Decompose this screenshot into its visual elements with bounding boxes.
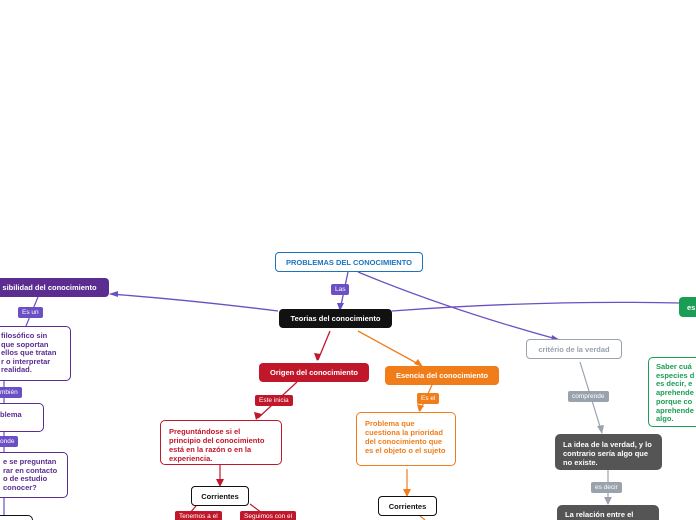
node-problema-que-cuestiona[interactable]: Problema que cuestiona la prioridad del … bbox=[356, 412, 456, 466]
link-teorias-posibilidad bbox=[109, 293, 279, 312]
node-left-bottom-partial[interactable] bbox=[0, 515, 33, 520]
node-filosofico[interactable]: filosófico sin que soportan ellos que tr… bbox=[0, 326, 71, 381]
node-right-edge[interactable]: es bbox=[679, 297, 696, 317]
link-label-seguimos-con-el[interactable]: Seguimos con el bbox=[240, 511, 297, 520]
link-label-este-inicia[interactable]: Este inicia bbox=[255, 395, 293, 406]
node-idea-de-la-verdad[interactable]: La idea de la verdad, y lo contrario ser… bbox=[555, 434, 662, 470]
link-teorias-right bbox=[391, 301, 681, 312]
arrow-idea-relacion bbox=[604, 497, 612, 505]
arrow-problema-corrientes2 bbox=[403, 489, 411, 497]
link-label-comprende[interactable]: comprende bbox=[568, 391, 609, 402]
link-label-las[interactable]: Las bbox=[331, 284, 350, 295]
root-node-problemas[interactable]: PROBLEMAS DEL CONOCIMIENTO bbox=[275, 252, 423, 272]
link-label-es-el[interactable]: Es el bbox=[417, 393, 440, 404]
arrow-origen-preguntandose bbox=[254, 412, 262, 420]
node-posibilidad-del-conocimiento[interactable]: sibilidad del conocimiento bbox=[0, 278, 109, 297]
node-origen-del-conocimiento[interactable]: Origen del conocimiento bbox=[259, 363, 369, 382]
link-label-donde[interactable]: onde bbox=[0, 436, 19, 447]
arrow-criterio-idea bbox=[597, 425, 604, 434]
arrow-teorias-esencia bbox=[414, 359, 423, 367]
node-criterio-de-la-verdad[interactable]: critério de la verdad bbox=[526, 339, 622, 359]
node-teorias-del-conocimiento[interactable]: Teorias del conocimiento bbox=[279, 309, 392, 328]
arrow-root-teorias bbox=[337, 303, 344, 311]
link-label-es-un[interactable]: Es un bbox=[18, 307, 43, 318]
link-label-es-decir[interactable]: es decir bbox=[591, 482, 622, 493]
node-problema-left[interactable]: blema bbox=[0, 403, 44, 432]
node-esencia-del-conocimiento[interactable]: Esencia del conocimiento bbox=[385, 366, 499, 385]
arrow-teorias-posibilidad bbox=[109, 291, 118, 297]
node-corrientes-esencia[interactable]: Corrientes bbox=[378, 496, 437, 516]
node-corrientes-origen[interactable]: Corrientes bbox=[191, 486, 249, 506]
link-corrientes2-bottom bbox=[419, 515, 426, 520]
node-saber-cuales[interactable]: Saber cuá especies d es decir, e aprehen… bbox=[648, 357, 696, 427]
link-label-tambien[interactable]: mbién bbox=[0, 387, 22, 398]
arrow-esencia-problema bbox=[417, 404, 424, 412]
link-label-tenemos-a-el[interactable]: Tenemos a el bbox=[175, 511, 222, 520]
arrow-preguntandose-corrientes bbox=[216, 479, 224, 487]
node-preguntan[interactable]: e se preguntan rar en contacto o de estu… bbox=[0, 452, 68, 498]
link-root-criterio bbox=[357, 271, 561, 341]
node-relacion-entre[interactable]: La relación entre el bbox=[557, 505, 659, 520]
link-teorias-esencia bbox=[357, 330, 423, 367]
node-preguntandose[interactable]: Preguntándose si el principio del conoci… bbox=[160, 420, 282, 465]
arrow-teorias-origen bbox=[314, 353, 321, 361]
